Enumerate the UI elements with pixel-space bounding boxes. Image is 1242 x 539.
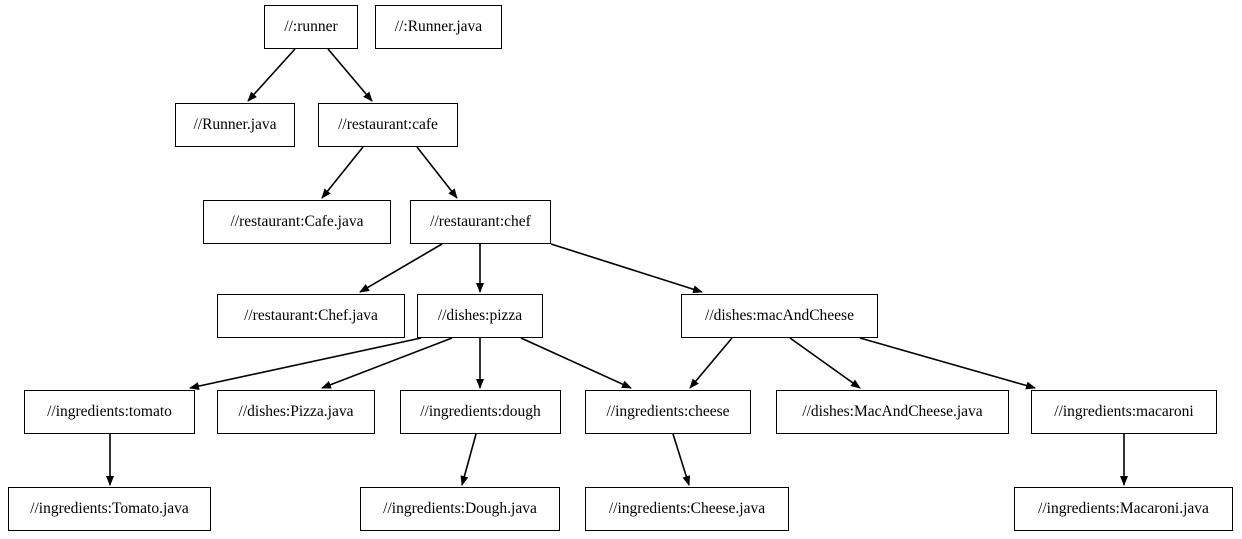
graph-node-tomato_java[interactable]: //ingredients:Tomato.java [8, 487, 211, 531]
graph-node-runner_java_root[interactable]: //:Runner.java [375, 5, 502, 49]
graph-node-label: //ingredients:tomato [47, 403, 172, 421]
graph-node-cafe_java[interactable]: //restaurant:Cafe.java [203, 200, 391, 244]
graph-node-dishes_mac[interactable]: //dishes:macAndCheese [681, 294, 878, 338]
graph-node-runner_java[interactable]: //Runner.java [175, 103, 295, 147]
graph-node-pizza_java[interactable]: //dishes:Pizza.java [217, 390, 375, 434]
graph-edge-dishes_mac-to-ing_cheese [689, 337, 733, 389]
graph-node-restaurant_cafe[interactable]: //restaurant:cafe [318, 103, 458, 147]
graph-node-label: //dishes:Pizza.java [238, 403, 354, 421]
graph-node-restaurant_chef[interactable]: //restaurant:chef [410, 200, 551, 244]
graph-node-ing_tomato[interactable]: //ingredients:tomato [24, 390, 195, 434]
graph-edge-dishes_pizza-to-ing_tomato [189, 337, 422, 391]
graph-node-label: //dishes:macAndCheese [705, 307, 854, 325]
graph-edge-ing_dough-to-dough_java [460, 433, 477, 486]
graph-node-label: //:runner [284, 18, 338, 36]
graph-node-label: //restaurant:Chef.java [244, 307, 378, 325]
graph-node-label: //dishes:pizza [437, 307, 523, 325]
graph-node-dough_java[interactable]: //ingredients:Dough.java [360, 487, 560, 531]
graph-edge-runner-to-runner_java [247, 48, 296, 102]
graph-node-label: //ingredients:dough [420, 403, 541, 421]
graph-node-ing_macaroni[interactable]: //ingredients:macaroni [1031, 390, 1217, 434]
graph-node-label: //ingredients:Macaroni.java [1038, 500, 1209, 518]
graph-node-label: //:Runner.java [394, 18, 483, 36]
graph-node-label: //ingredients:Dough.java [383, 500, 537, 518]
graph-node-label: //ingredients:Tomato.java [30, 500, 189, 518]
graph-edge-dishes_pizza-to-ing_cheese [520, 337, 632, 389]
graph-node-label: //Runner.java [193, 116, 277, 134]
graph-node-label: //ingredients:cheese [606, 403, 730, 421]
graph-edge-restaurant_cafe-to-restaurant_chef [416, 146, 458, 199]
graph-node-label: //ingredients:Cheese.java [608, 500, 766, 518]
graph-edge-restaurant_cafe-to-cafe_java [321, 146, 364, 199]
graph-node-label: //dishes:MacAndCheese.java [802, 403, 983, 421]
graph-node-dishes_pizza[interactable]: //dishes:pizza [417, 294, 543, 338]
graph-edge-dishes_mac-to-ing_macaroni [859, 337, 1036, 390]
graph-edge-ing_cheese-to-cheese_java [672, 433, 691, 486]
graph-edge-dishes_pizza-to-pizza_java [321, 337, 453, 389]
graph-node-runner[interactable]: //:runner [264, 5, 358, 49]
graph-node-ing_cheese[interactable]: //ingredients:cheese [585, 390, 751, 434]
graph-edge-restaurant_chef-to-chef_java [359, 243, 443, 293]
graph-node-macaroni_java[interactable]: //ingredients:Macaroni.java [1014, 487, 1233, 531]
graph-node-label: //restaurant:cafe [338, 116, 438, 134]
graph-node-ing_dough[interactable]: //ingredients:dough [400, 390, 561, 434]
graph-node-mac_java[interactable]: //dishes:MacAndCheese.java [776, 390, 1009, 434]
graph-node-label: //restaurant:chef [430, 213, 531, 231]
graph-node-label: //ingredients:macaroni [1054, 403, 1194, 421]
graph-node-label: //restaurant:Cafe.java [230, 213, 364, 231]
graph-node-cheese_java[interactable]: //ingredients:Cheese.java [585, 487, 789, 531]
graph-edge-dishes_mac-to-mac_java [789, 337, 861, 389]
graph-edge-restaurant_chef-to-dishes_mac [550, 243, 703, 294]
graph-edge-runner-to-restaurant_cafe [327, 48, 373, 102]
graph-node-chef_java[interactable]: //restaurant:Chef.java [217, 294, 405, 338]
